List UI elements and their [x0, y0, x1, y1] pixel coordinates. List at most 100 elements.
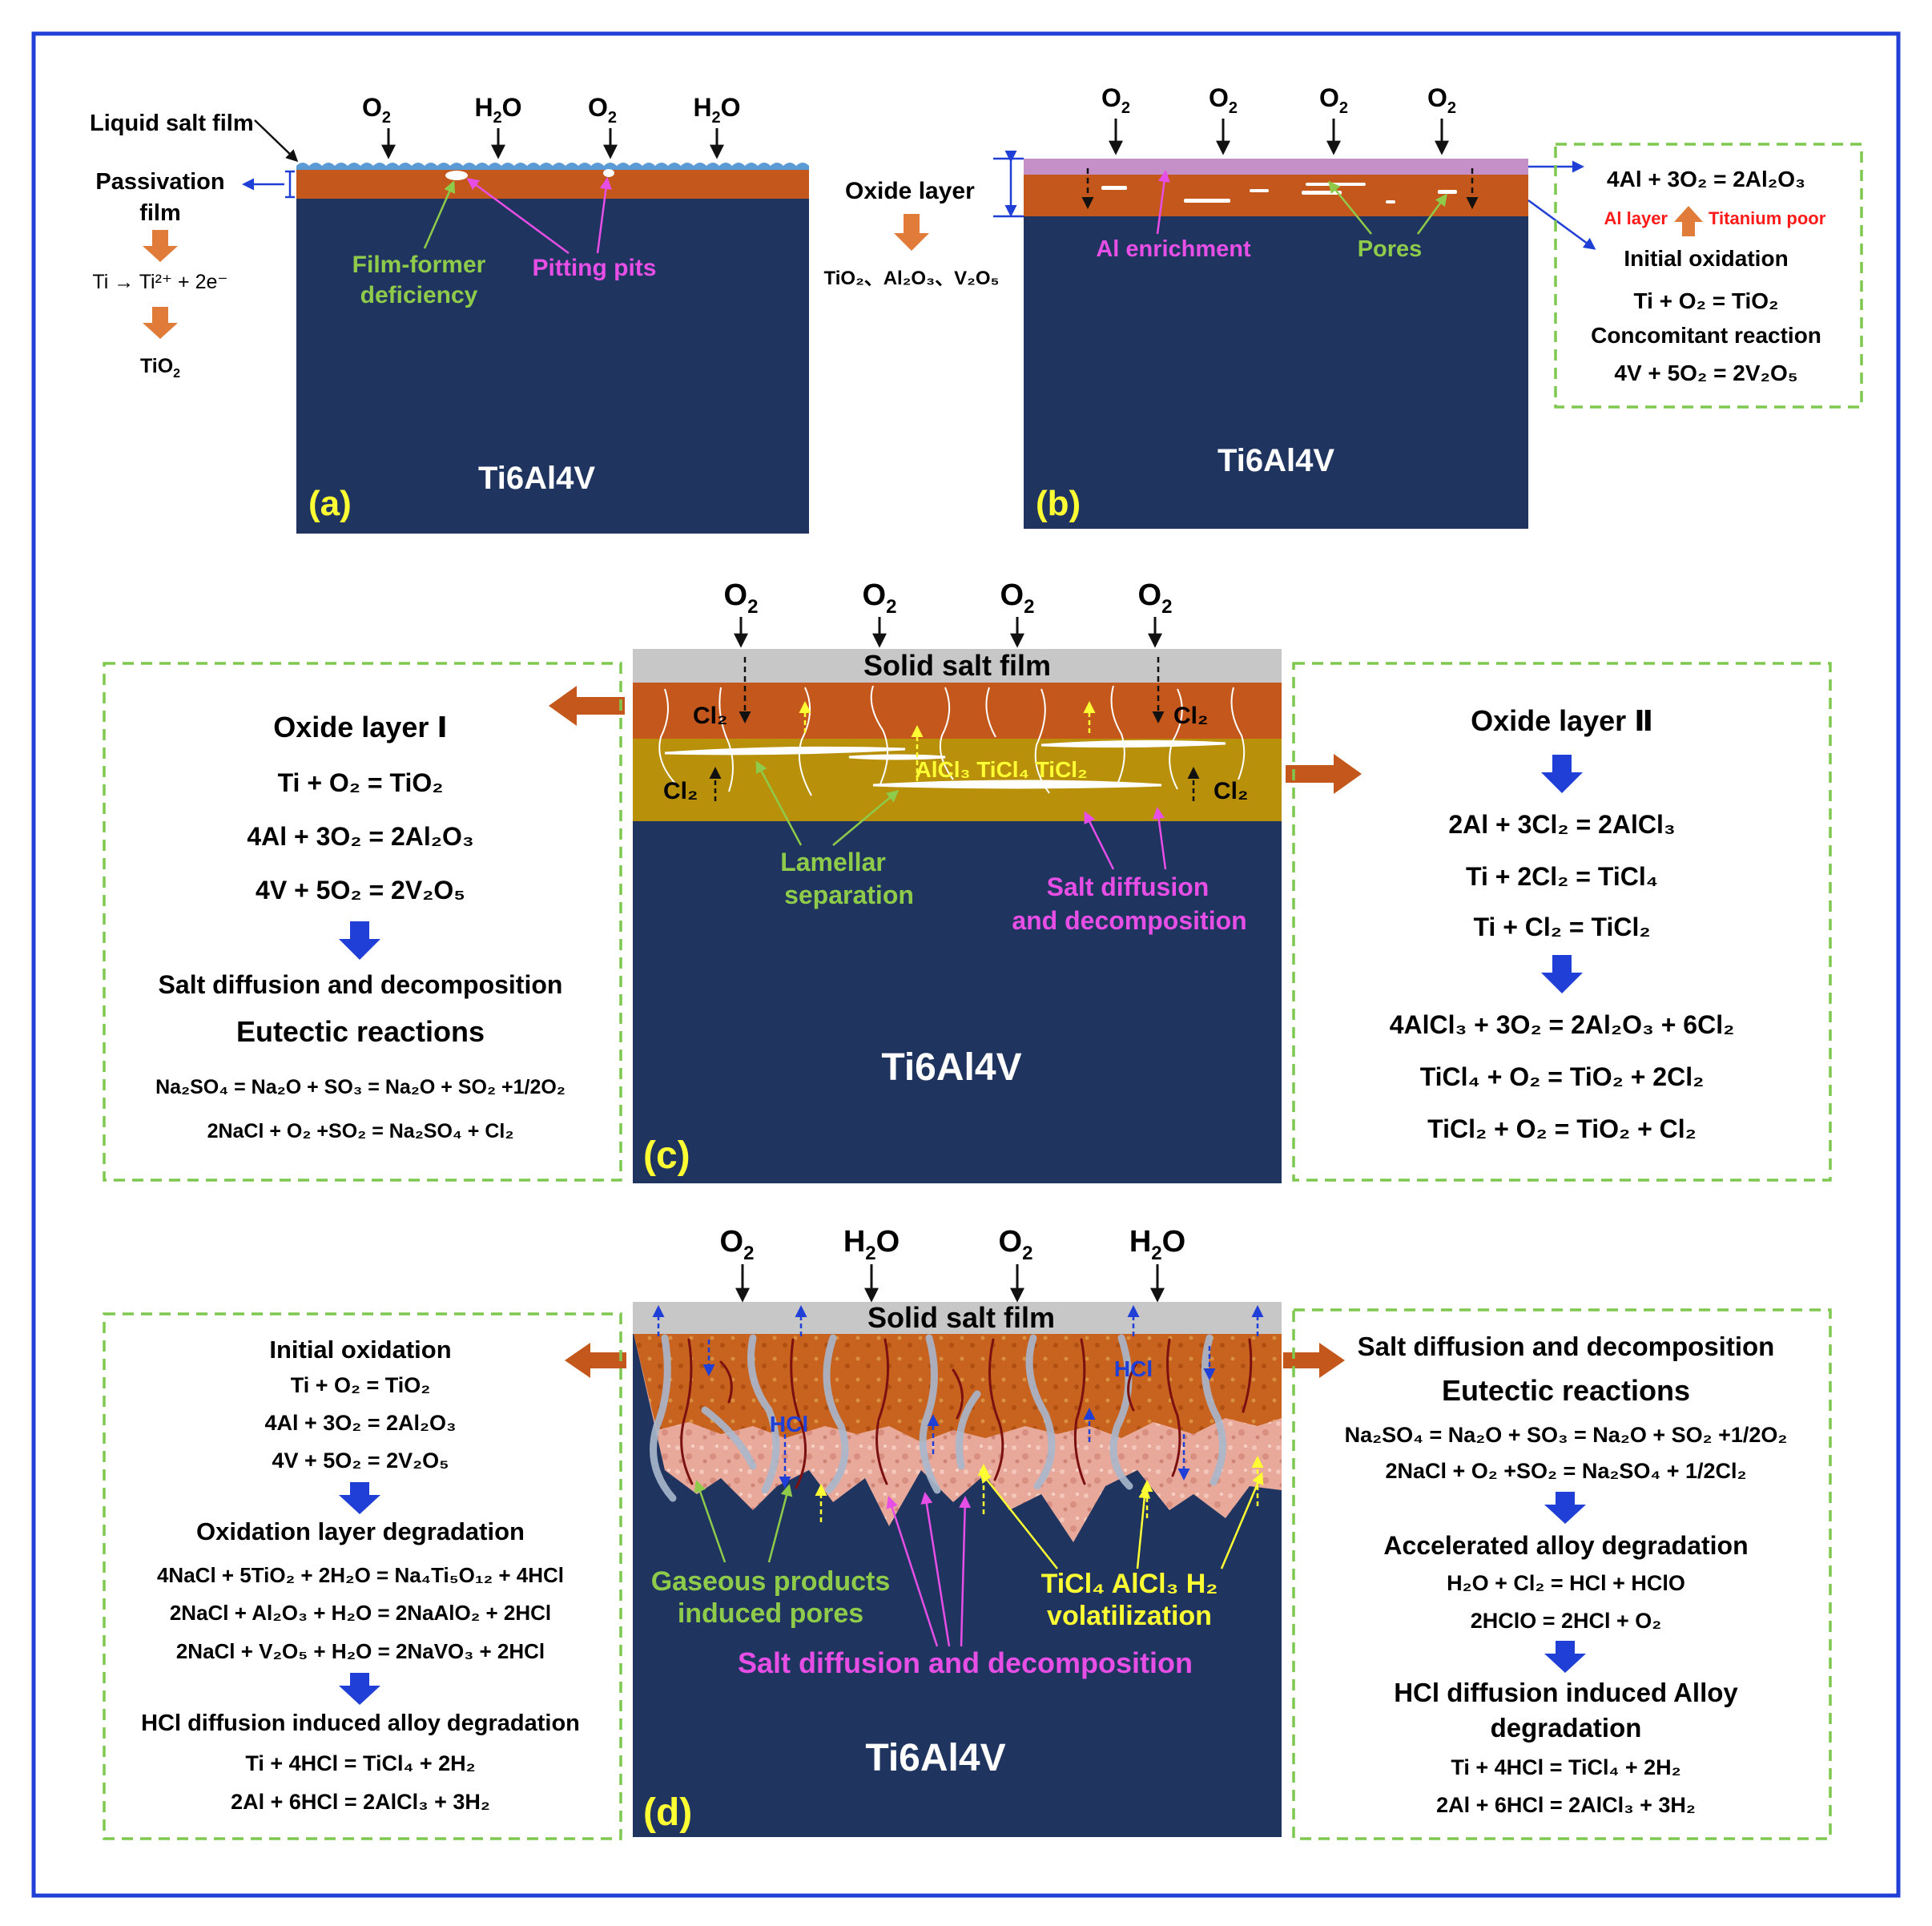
- panel-a-liquid-salt-pointer: [254, 119, 299, 163]
- panel-d-gaseous-pointer-1: [694, 1480, 727, 1563]
- panel-d-left-blue-arrow-2: [339, 1673, 380, 1705]
- panel-d-gaseous-2: induced pores: [678, 1598, 863, 1629]
- panel-a-gas-h2o-2: H2O: [693, 93, 740, 127]
- panel-c: Solid salt film O2 O2 O2: [103, 578, 1832, 1183]
- svg-text:O2: O2: [1427, 83, 1456, 117]
- panel-c-left-arrow: [549, 686, 625, 726]
- panel-a: O2 H2O O2 H2O Liquid salt film Passivati…: [90, 93, 809, 534]
- panel-d-right-eq4: 2HClO = 2HCl + O₂: [1471, 1609, 1662, 1633]
- panel-b-alloy: [1024, 216, 1528, 529]
- panel-c-cl2-3: Cl₂: [663, 778, 698, 804]
- panel-a-gas-o2-1: O2: [362, 93, 391, 127]
- panel-d-left-eq8: 2Al + 6HCl = 2AlCl₃ + 3H₂: [231, 1790, 490, 1814]
- panel-d-left-initial: Initial oxidation: [269, 1336, 451, 1364]
- panel-d-left-eq2: 4Al + 3O₂ = 2Al₂O₃: [264, 1411, 456, 1435]
- panel-c-right-blue-arrow-2: [1541, 955, 1583, 993]
- panel-a-product: TiO2: [140, 355, 180, 381]
- svg-text:O2: O2: [1000, 578, 1035, 618]
- panel-a-passivation-label-2: film: [139, 200, 181, 226]
- panel-b: O2 O2 O2 O2 Oxide layer TiO₂、Al₂O₃、V₂O₅ …: [824, 83, 1863, 529]
- panel-c-salt-pointer-1: [1084, 811, 1115, 870]
- panel-b-down-arrow: [894, 214, 929, 251]
- panel-c-salt-pointer-2: [1153, 807, 1167, 870]
- panel-d-right-hcl-title-2: degradation: [1491, 1713, 1642, 1743]
- panel-c-alloy-label: Ti6Al4V: [881, 1046, 1021, 1089]
- panel-c-left-eq4: Na₂SO₄ = Na₂O + SO₃ = Na₂O + SO₂ +1/2O₂: [155, 1076, 566, 1098]
- panel-a-pitting-pointer-2: [596, 177, 612, 254]
- panel-b-gases: O2 O2 O2 O2: [1101, 83, 1456, 155]
- panel-d-gaseous-1: Gaseous products: [651, 1566, 891, 1597]
- panel-d-left-eq4: 4NaCl + 5TiO₂ + 2H₂O = Na₄Ti₅O₁₂ + 4HCl: [157, 1563, 564, 1587]
- panel-c-left-title: Oxide layer Ⅰ: [273, 711, 448, 743]
- panel-d-volatile-pointer-3: [1220, 1472, 1264, 1569]
- panel-d-letter: (d): [643, 1791, 692, 1834]
- panel-d-left-eq5: 2NaCl + Al₂O₃ + H₂O = 2NaAlO₂ + 2HCl: [170, 1601, 551, 1625]
- panel-c-left-box: [103, 662, 622, 1182]
- panel-a-pitting-label: Pitting pits: [533, 255, 657, 281]
- panel-d-volatile-2: volatilization: [1047, 1601, 1212, 1631]
- panel-c-alloy: [633, 821, 1282, 1183]
- panel-c-lamellar-pointer-2: [832, 790, 900, 846]
- panel-a-pit-1: [445, 171, 468, 180]
- panel-c-oxide-layer-1: [633, 683, 1282, 739]
- panel-d-salt-diffusion: Salt diffusion and decomposition: [738, 1646, 1193, 1679]
- panel-b-initial-oxidation: Initial oxidation: [1624, 246, 1788, 271]
- panel-a-down-arrow-2: [143, 307, 178, 339]
- panel-d-left-eq7: Ti + 4HCl = TiCl₄ + 2H₂: [245, 1751, 475, 1775]
- panel-c-salt-diff-1: Salt diffusion: [1047, 872, 1210, 901]
- panel-c-left-eq5: 2NaCl + O₂ +SO₂ = Na₂SO₄ + Cl₂: [207, 1120, 514, 1142]
- panel-a-letter: (a): [308, 484, 352, 523]
- panel-b-box-pointer-2: [1527, 199, 1596, 250]
- svg-text:O2: O2: [1209, 83, 1238, 117]
- panel-b-letter: (b): [1036, 484, 1081, 523]
- panel-d-alloy-label: Ti6Al4V: [865, 1737, 1005, 1779]
- panel-d-left-arrow: [565, 1343, 626, 1378]
- panel-d-left-box: [103, 1312, 622, 1840]
- panel-a-film-former-pointer: [423, 180, 456, 249]
- svg-text:O2: O2: [720, 1225, 755, 1264]
- panel-c-right-eq1: 2Al + 3Cl₂ = 2AlCl₃: [1448, 810, 1675, 839]
- panel-d: Solid salt film: [103, 1225, 1832, 1840]
- panel-c-right-eq6: TiCl₂ + O₂ = TiO₂ + Cl₂: [1427, 1114, 1697, 1143]
- svg-text:O2: O2: [863, 578, 897, 618]
- panel-b-al-layer-label: Al layer: [1604, 208, 1668, 228]
- svg-text:O2: O2: [999, 1225, 1033, 1264]
- panel-d-right-blue-arrow-1: [1544, 1492, 1586, 1524]
- panel-c-right-eq4: 4AlCl₃ + 3O₂ = 2Al₂O₃ + 6Cl₂: [1390, 1010, 1735, 1039]
- panel-d-oxide-zone: [633, 1330, 1282, 1442]
- panel-b-eq1: 4Al + 3O₂ = 2Al₂O₃: [1607, 167, 1805, 191]
- panel-c-cracks: [658, 685, 1246, 796]
- panel-d-right-eq3: H₂O + Cl₂ = HCl + HClO: [1447, 1571, 1685, 1595]
- panel-d-right-eq5: Ti + 4HCl = TiCl₄ + 2H₂: [1451, 1755, 1680, 1779]
- panel-d-hcl-1: HCl: [770, 1412, 808, 1436]
- panel-b-alloy-label: Ti6Al4V: [1218, 443, 1334, 478]
- panel-a-pitting-pointer-1: [466, 178, 570, 255]
- panel-a-gas-h2o-1: H2O: [474, 93, 521, 127]
- panel-c-left-eq2: 4Al + 3O₂ = 2Al₂O₃: [247, 822, 473, 851]
- panel-c-left-eq1: Ti + O₂ = TiO₂: [278, 768, 444, 797]
- panel-d-salt-pointer-1: [886, 1496, 939, 1647]
- panel-b-concomitant: Concomitant reaction: [1591, 323, 1821, 348]
- panel-d-volatile-1: TiCl₄ AlCl₃ H₂: [1041, 1569, 1218, 1599]
- panel-a-gas-o2-2: O2: [588, 93, 617, 127]
- panel-b-al-pointer: [1156, 170, 1170, 235]
- panel-a-film-former-label-2: deficiency: [360, 282, 478, 308]
- panel-b-oxide-layer-label: Oxide layer: [845, 178, 975, 204]
- panel-b-products: TiO₂、Al₂O₃、V₂O₅: [824, 268, 1000, 289]
- svg-text:O2: O2: [724, 578, 759, 618]
- panel-a-film-former-label-1: Film-former: [352, 252, 486, 278]
- panel-b-al-layer: [1024, 159, 1528, 175]
- panel-d-gaseous-pointer-2: [767, 1484, 793, 1563]
- panel-a-liquid-salt-film-label: Liquid salt film: [90, 111, 254, 136]
- panel-d-right-salt: Salt diffusion and decomposition: [1358, 1332, 1775, 1361]
- panel-d-solid-salt-film: [633, 1302, 1282, 1334]
- panel-c-left-salt-diffusion: Salt diffusion and decomposition: [159, 970, 563, 999]
- panel-c-cl2-1: Cl₂: [693, 703, 727, 729]
- panel-a-liquid-salt-film: [296, 163, 809, 170]
- panel-d-salt-pointer-3: [959, 1496, 972, 1647]
- panel-c-gases: O2 O2 O2 O2: [724, 578, 1172, 648]
- panel-b-titanium-poor: Titanium poor: [1709, 208, 1826, 228]
- panel-a-ionization-eq: Ti → Ti²⁺ + 2e⁻: [92, 271, 227, 293]
- panel-d-left-eq3: 4V + 5O₂ = 2V₂O₅: [272, 1449, 449, 1473]
- panel-b-eq3: 4V + 5O₂ = 2V₂O₅: [1614, 361, 1797, 385]
